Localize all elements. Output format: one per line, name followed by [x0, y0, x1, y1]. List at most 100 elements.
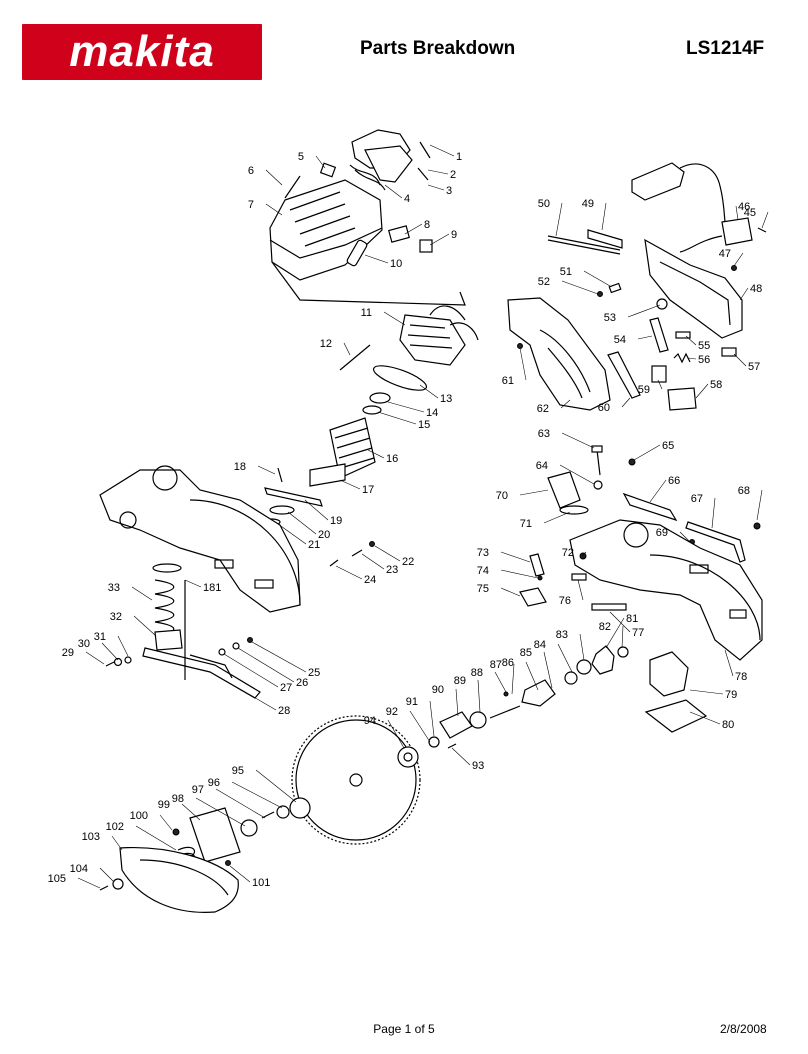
callout-number-90: 90 — [432, 684, 444, 696]
leader-line-18 — [257, 465, 276, 475]
leader-line-20 — [287, 511, 317, 535]
callout-number-57: 57 — [748, 361, 760, 373]
leader-line-83 — [579, 633, 585, 661]
rear-housing-part — [644, 238, 743, 339]
callout-number-13: 13 — [440, 393, 452, 405]
ring-part — [564, 671, 578, 685]
lock-arm-detail — [189, 654, 233, 679]
leader-line-91 — [429, 700, 435, 737]
callout-number-50: 50 — [538, 198, 550, 210]
leader-line-58 — [695, 383, 709, 399]
bracket-part — [667, 387, 697, 411]
callout-number-58: 58 — [710, 379, 722, 391]
blade-arbor-hole — [349, 773, 363, 787]
bolt-part — [596, 449, 601, 476]
leader-line-4 — [384, 184, 403, 199]
callout-number-91: 91 — [406, 696, 418, 708]
callout-labels: 1234567891011121314151617181920212223242… — [48, 144, 769, 889]
spring-part — [673, 352, 691, 364]
handle-assembly-right — [507, 229, 743, 411]
leader-line-72 — [581, 551, 587, 557]
rod-part — [547, 239, 621, 255]
screw-part — [99, 885, 109, 891]
guard-link-part — [189, 807, 241, 863]
callout-number-99: 99 — [158, 799, 170, 811]
guard-arc-part — [189, 499, 301, 606]
callout-number-9: 9 — [451, 229, 457, 241]
disc-part — [240, 819, 258, 837]
plate-part — [591, 603, 627, 611]
screw-head-part — [597, 291, 603, 297]
callout-number-74: 74 — [477, 565, 489, 577]
callout-number-27: 27 — [280, 682, 292, 694]
callout-number-69: 69 — [656, 527, 668, 539]
nut-part — [579, 552, 587, 560]
washer-part — [276, 805, 290, 819]
callout-number-103: 103 — [82, 831, 100, 843]
leader-line-75 — [500, 587, 521, 597]
armature-part — [329, 417, 376, 479]
flex-arm-part — [679, 163, 727, 231]
callout-number-104: 104 — [70, 863, 88, 875]
gear-part — [649, 651, 689, 697]
leader-line-104 — [99, 867, 115, 883]
page-title: Parts Breakdown — [360, 38, 516, 59]
dust-nozzle-part — [547, 471, 581, 509]
washer-part — [537, 575, 543, 581]
leader-line-82 — [621, 625, 624, 649]
nut-part — [656, 298, 668, 310]
callout-number-5: 5 — [298, 151, 304, 163]
callout-number-65: 65 — [662, 440, 674, 452]
leader-line-55 — [685, 335, 697, 346]
leader-line-69 — [679, 531, 691, 543]
callout-number-76: 76 — [559, 595, 571, 607]
leader-line-67 — [711, 497, 716, 529]
lever-bar-part — [607, 351, 641, 399]
callout-number-96: 96 — [208, 777, 220, 789]
leader-line-17 — [339, 479, 361, 490]
leader-line-21 — [277, 523, 307, 545]
washer-part — [232, 642, 240, 650]
handle-grip-part — [622, 492, 678, 522]
callout-number-89: 89 — [454, 675, 466, 687]
leader-line-11 — [383, 311, 406, 326]
leader-line-27 — [223, 653, 279, 688]
leader-line-28 — [251, 695, 277, 711]
bolt-part — [261, 811, 275, 819]
callout-number-71: 71 — [520, 518, 532, 530]
callout-number-92: 92 — [386, 706, 398, 718]
leader-line-30 — [101, 642, 119, 661]
callout-number-16: 16 — [386, 453, 398, 465]
leader-line-90 — [455, 688, 459, 717]
leader-line-12 — [343, 342, 351, 356]
leader-line-87 — [511, 663, 515, 695]
screw-part — [419, 141, 431, 159]
cap-part — [721, 347, 737, 357]
callout-number-24: 24 — [364, 574, 376, 586]
bearing-box-part — [521, 679, 556, 707]
leader-line-99 — [181, 803, 201, 821]
gear-plate-part — [439, 711, 473, 739]
lever-part — [529, 553, 545, 577]
callout-number-63: 63 — [538, 428, 550, 440]
callout-number-72: 72 — [562, 547, 574, 559]
leader-line-7 — [265, 203, 283, 216]
flange-hub — [403, 752, 413, 762]
callout-number-12: 12 — [320, 338, 332, 350]
spring-part — [154, 579, 175, 637]
leader-line-78 — [724, 649, 734, 677]
leader-line-79 — [689, 689, 724, 695]
callout-number-21: 21 — [308, 539, 320, 551]
gear-lock-part — [154, 629, 183, 651]
leader-line-100 — [159, 814, 173, 831]
callout-number-77: 77 — [632, 627, 644, 639]
safety-cover-part — [119, 846, 239, 913]
callout-number-23: 23 — [386, 564, 398, 576]
leader-line-84 — [557, 643, 573, 673]
blade-teeth-edge — [291, 715, 421, 845]
leader-line-47 — [733, 252, 744, 267]
callout-number-45: 45 — [744, 207, 756, 219]
bolt-part — [284, 175, 301, 199]
leader-line-14 — [387, 401, 425, 413]
callout-number-6: 6 — [248, 165, 254, 177]
